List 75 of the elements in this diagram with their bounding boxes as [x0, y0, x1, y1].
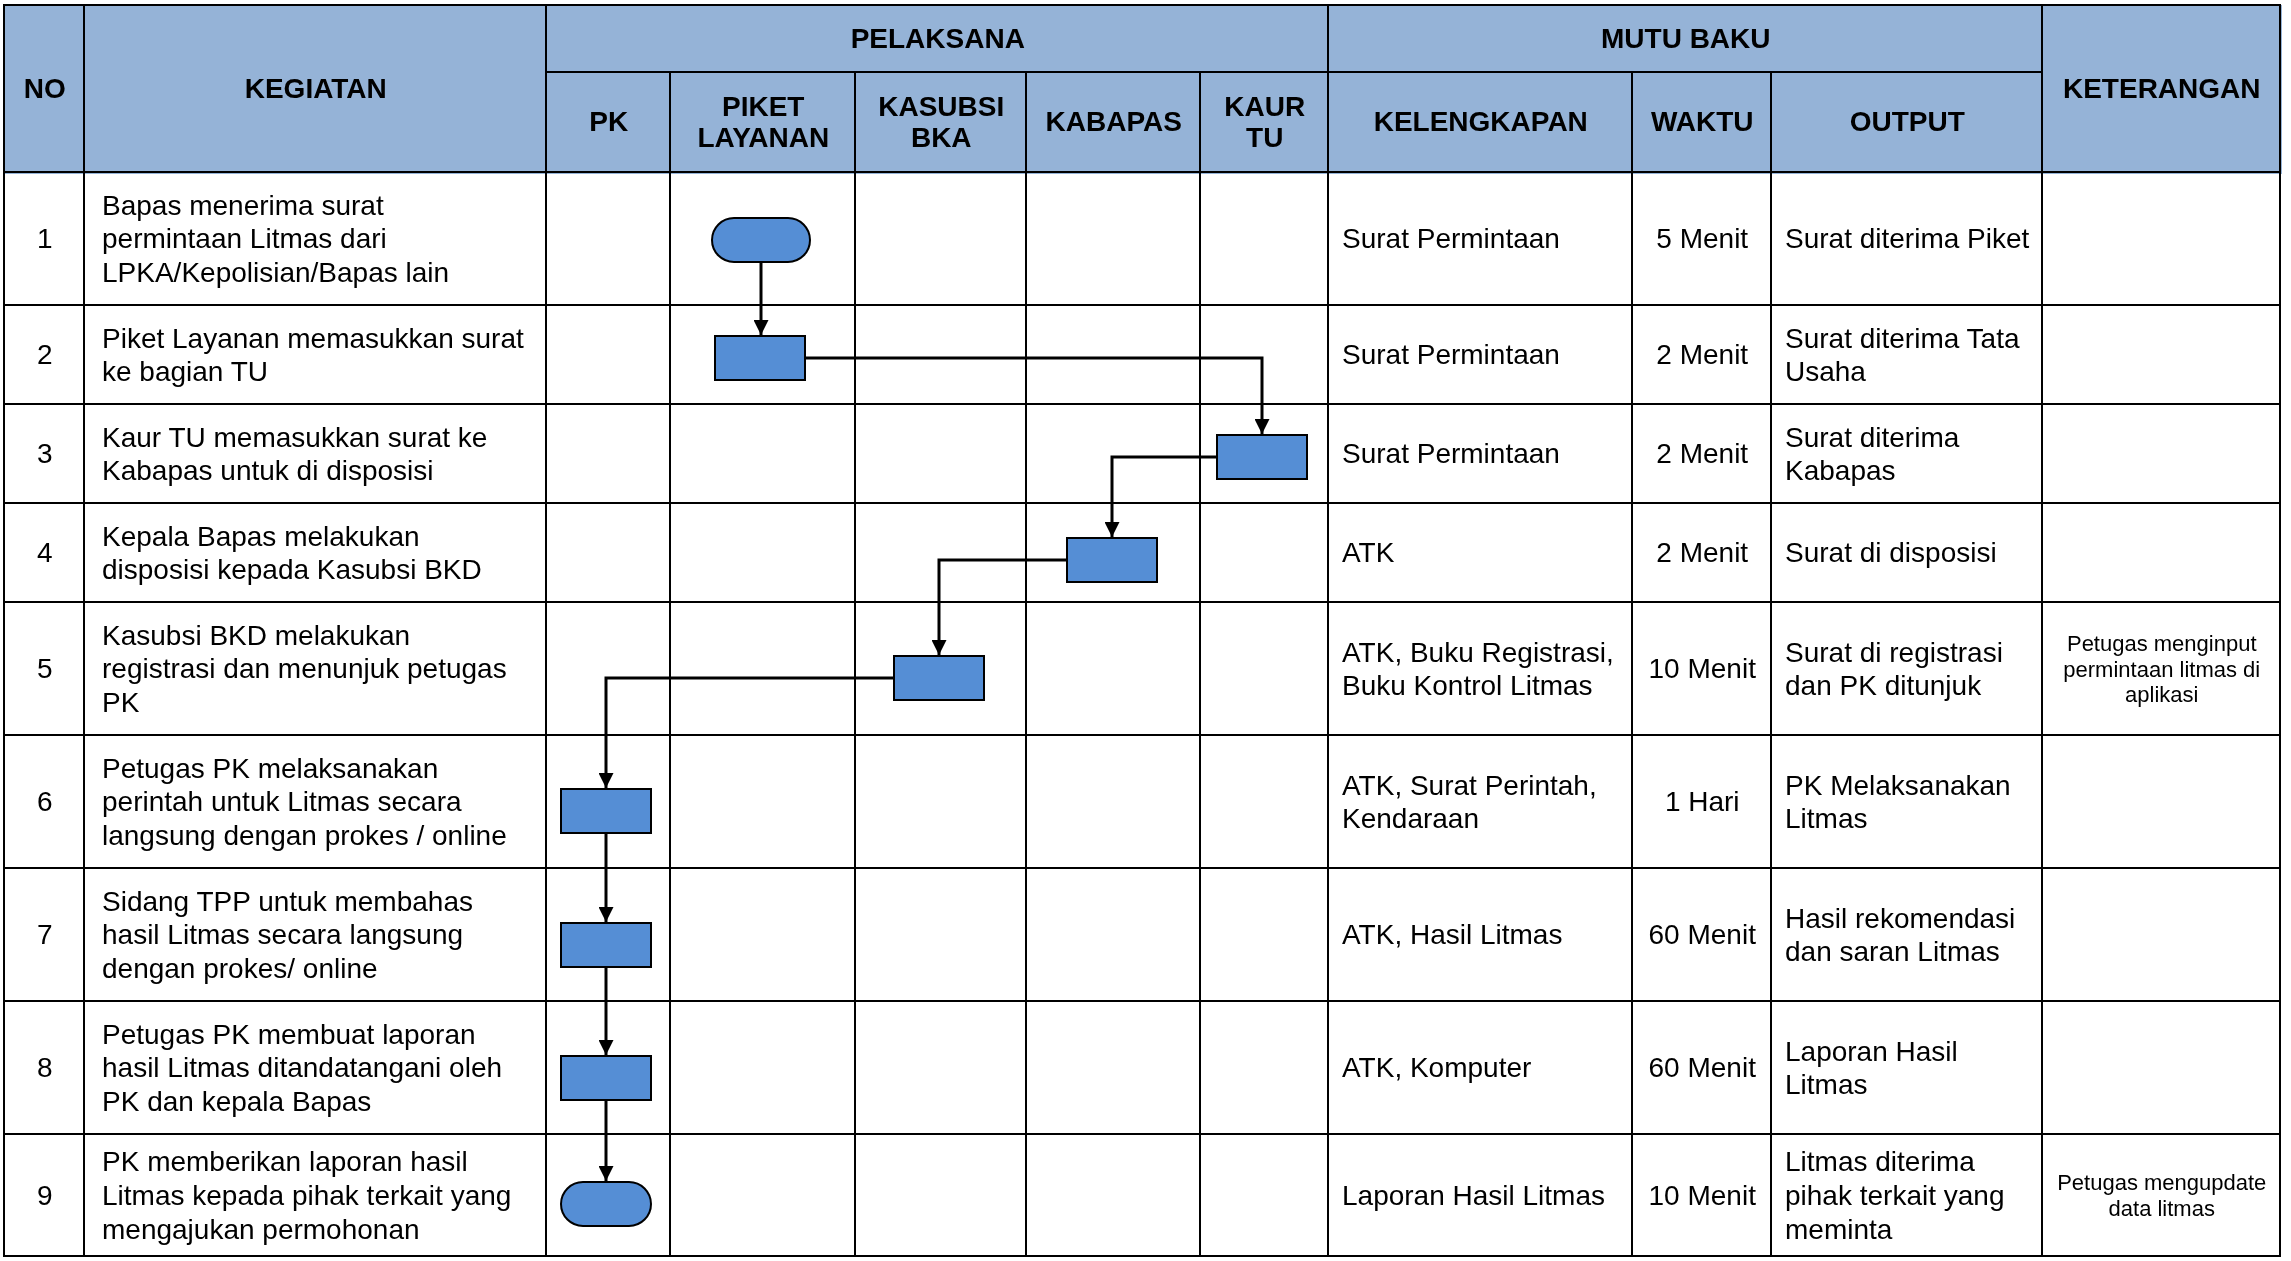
requirement-text: Surat Permintaan	[1342, 338, 1560, 373]
time-text: 10 Menit	[1648, 652, 1756, 687]
arrow	[598, 834, 614, 922]
column-header: KEGIATAN	[244, 73, 387, 105]
output-text: Surat diterima Tata Usaha	[1785, 321, 2021, 389]
column-header: MUTU BAKU	[1601, 23, 1771, 55]
column-header: KABAPAS	[1045, 107, 1182, 139]
output-text: Laporan Hasil Litmas	[1785, 1034, 1959, 1102]
output-text: Surat di disposisi	[1785, 536, 1997, 571]
column-header: PK	[589, 107, 629, 139]
requirement-text: ATK	[1342, 536, 1395, 571]
activity-text: Kaur TU memasukkan surat ke Kabapas untuk di disposisi	[102, 420, 489, 488]
process-box	[714, 335, 806, 381]
column-header: KAUR TU	[1223, 91, 1307, 154]
process-box	[1066, 537, 1158, 583]
time-text: 60 Menit	[1648, 918, 1756, 953]
time-text: 10 Menit	[1648, 1178, 1756, 1213]
column-header: WAKTU	[1650, 107, 1754, 139]
time-text: 5 Menit	[1656, 222, 1749, 257]
requirement-text: ATK, Surat Perintah, Kendaraan	[1342, 768, 1598, 836]
activity-text: Kepala Bapas melakukan disposisi kepada Kasubsi BKD	[102, 519, 483, 587]
arrow	[1104, 455, 1216, 537]
time-text: 2 Menit	[1656, 338, 1749, 373]
arrow	[806, 356, 1270, 434]
activity-text: Petugas PK melaksanakan perintah untuk Litmas secara langsung dengan prokes / online	[102, 751, 508, 853]
column-header: PELAKSANA	[850, 23, 1025, 55]
arrow	[931, 558, 1066, 655]
time-text: 2 Menit	[1656, 437, 1749, 472]
arrow	[753, 263, 769, 335]
output-text: Litmas diterima pihak terkait yang meminta	[1785, 1145, 2006, 1247]
note-text: Petugas menginput permintaan litmas di aplikasi	[2062, 631, 2262, 708]
requirement-text: ATK, Komputer	[1342, 1051, 1532, 1086]
arrow	[598, 1101, 614, 1181]
column-header: NO	[23, 73, 66, 105]
arrow	[598, 676, 893, 788]
process-box	[893, 655, 985, 701]
column-header: KETERANGAN	[2062, 73, 2261, 105]
row-number: 4	[36, 536, 53, 571]
row-number: 8	[36, 1051, 53, 1086]
activity-text: Piket Layanan memasukkan surat ke bagian TU	[102, 321, 525, 389]
time-text: 2 Menit	[1656, 536, 1749, 571]
row-number: 7	[36, 918, 53, 953]
arrow	[598, 968, 614, 1055]
row-number: 5	[36, 652, 53, 687]
output-text: Hasil rekomendasi dan saran Litmas	[1785, 901, 2017, 969]
output-text: Surat diterima Piket	[1785, 222, 2030, 257]
requirement-text: ATK, Hasil Litmas	[1342, 918, 1563, 953]
column-header: KASUBSI BKA	[877, 91, 1006, 154]
column-header: KELENGKAPAN	[1373, 107, 1588, 139]
output-text: Surat di registrasi dan PK ditunjuk	[1785, 635, 2004, 703]
requirement-text: Surat Permintaan	[1342, 222, 1560, 257]
activity-text: Sidang TPP untuk membahas hasil Litmas secara langsung dengan prokes/ online	[102, 884, 474, 986]
row-number: 9	[36, 1178, 53, 1213]
activity-text: Kasubsi BKD melakukan registrasi dan menunjuk petugas PK	[102, 618, 508, 720]
row-number: 3	[36, 437, 53, 472]
requirement-text: Surat Permintaan	[1342, 437, 1560, 472]
time-text: 1 Hari	[1664, 785, 1740, 820]
column-header: OUTPUT	[1849, 107, 1965, 139]
process-box	[560, 922, 652, 968]
row-number: 1	[36, 222, 53, 257]
output-text: Surat diterima Kabapas	[1785, 420, 1961, 488]
row-number: 6	[36, 785, 53, 820]
requirement-text: Laporan Hasil Litmas	[1342, 1178, 1606, 1213]
row-number: 2	[36, 338, 53, 373]
process-box	[560, 788, 652, 834]
activity-text: Bapas menerima surat permintaan Litmas dari LPKA/Kepolisian/Bapas lain	[102, 188, 451, 290]
output-text: PK Melaksanakan Litmas	[1785, 768, 2012, 836]
column-header: PIKET LAYANAN	[696, 91, 831, 154]
activity-text: Petugas PK membuat laporan hasil Litmas ditandatangani oleh PK dan kepala Bapas	[102, 1017, 504, 1119]
activity-text: PK memberikan laporan hasil Litmas kepada pihak terkait yang mengajukan permohonan	[102, 1145, 513, 1247]
process-box	[560, 1055, 652, 1101]
requirement-text: ATK, Buku Registrasi, Buku Kontrol Litmas	[1342, 635, 1615, 703]
time-text: 60 Menit	[1648, 1051, 1756, 1086]
process-box	[1216, 434, 1308, 480]
note-text: Petugas mengupdate data litmas	[2056, 1170, 2268, 1222]
